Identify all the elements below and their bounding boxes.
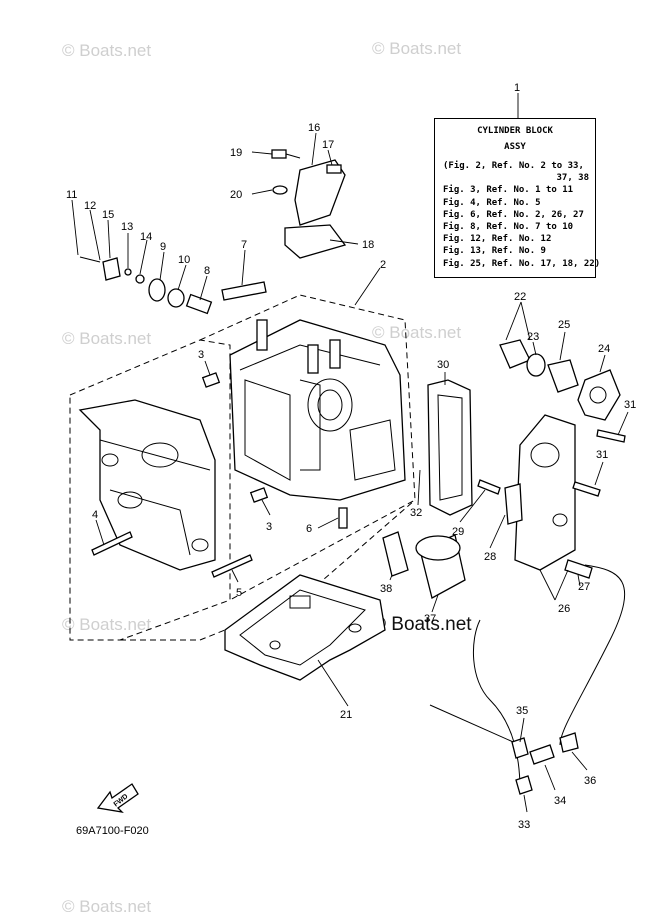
callout-5: 5 xyxy=(236,587,242,599)
info-box-subtitle: ASSY xyxy=(504,142,526,152)
assembly-outline-right xyxy=(199,294,416,601)
outer-cover xyxy=(514,414,576,571)
callout-24: 24 xyxy=(598,343,610,355)
callout-4: 4 xyxy=(92,509,98,521)
leader-lines xyxy=(71,93,629,813)
info-box-line: Fig. 8, Ref. No. 7 to 10 xyxy=(443,222,574,233)
info-box-line: Fig. 3, Ref. No. 1 to 11 xyxy=(443,185,574,196)
callout-23: 23 xyxy=(527,331,539,343)
thermostat xyxy=(499,339,579,393)
exhaust-cover-gasket xyxy=(427,379,473,516)
info-box-line: Fig. 4, Ref. No. 5 xyxy=(443,197,541,208)
callout-19: 19 xyxy=(230,147,242,159)
callout-25: 25 xyxy=(558,319,570,331)
info-box-line: Fig. 12, Ref. No. 12 xyxy=(443,234,552,245)
info-box-line: (Fig. 2, Ref. No. 2 to 33, xyxy=(443,161,584,171)
dowel-6 xyxy=(338,507,348,529)
diagram-code: 69A7100-F020 xyxy=(76,825,149,837)
bolt-31-lower xyxy=(572,481,601,497)
callout-31: 31 xyxy=(624,399,636,411)
callout-6: 6 xyxy=(306,523,312,535)
bolt-29 xyxy=(477,479,501,495)
callout-34: 34 xyxy=(554,795,566,807)
callout-21: 21 xyxy=(340,709,352,721)
dowel-3a xyxy=(201,372,221,388)
crankcase xyxy=(78,399,216,571)
callout-labels: 1 2 3 3 4 5 6 7 8 9 10 11 12 13 14 15 16… xyxy=(66,82,636,831)
callout-27: 27 xyxy=(578,581,590,593)
callout-14: 14 xyxy=(140,231,152,243)
callout-29: 29 xyxy=(452,526,464,538)
bolt-5 xyxy=(211,554,253,578)
dowel-3b xyxy=(249,487,269,503)
watermark: © Boats.net xyxy=(62,41,151,60)
watermark-dark: © Boats.net xyxy=(372,614,472,635)
callout-35: 35 xyxy=(516,705,528,717)
callout-32: 32 xyxy=(410,507,422,519)
info-box-line: Fig. 13, Ref. No. 9 xyxy=(443,246,546,257)
callout-38: 38 xyxy=(380,583,392,595)
callout-30: 30 xyxy=(437,359,449,371)
callout-18: 18 xyxy=(362,239,374,251)
callout-9: 9 xyxy=(160,241,166,253)
callout-3: 3 xyxy=(266,521,272,533)
callout-31: 31 xyxy=(596,449,608,461)
callout-22: 22 xyxy=(514,291,526,303)
callout-8: 8 xyxy=(204,265,210,277)
callout-3: 3 xyxy=(198,349,204,361)
watermark: © Boats.net xyxy=(372,323,461,342)
small-parts-upper-left xyxy=(79,256,267,315)
callout-12: 12 xyxy=(84,200,96,212)
callout-10: 10 xyxy=(178,254,190,266)
callout-7: 7 xyxy=(241,239,247,251)
callout-26: 26 xyxy=(558,603,570,615)
oil-filter xyxy=(382,531,466,599)
hoses xyxy=(429,559,626,795)
fwd-arrow-icon: FWD xyxy=(96,783,139,813)
watermark: © Boats.net xyxy=(372,39,461,58)
callout-13: 13 xyxy=(121,221,133,233)
info-box-title: CYLINDER BLOCK xyxy=(477,126,553,136)
info-box-line: Fig. 25, Ref. No. 17, 18, 22) xyxy=(443,258,601,269)
bolt-31-upper xyxy=(596,429,626,443)
assembly-info-box: CYLINDER BLOCK ASSY (Fig. 2, Ref. No. 2 … xyxy=(434,118,601,278)
watermark: © Boats.net xyxy=(62,329,151,348)
callout-36: 36 xyxy=(584,775,596,787)
callout-15: 15 xyxy=(102,209,114,221)
callout-20: 20 xyxy=(230,189,242,201)
info-box-line: 37, 38 xyxy=(556,173,589,184)
callout-1: 1 xyxy=(514,82,520,94)
gasket-28 xyxy=(504,483,523,525)
watermark: © Boats.net xyxy=(62,615,151,634)
bolt-4 xyxy=(91,531,133,556)
callout-37: 37 xyxy=(424,613,436,625)
callout-28: 28 xyxy=(484,551,496,563)
callout-16: 16 xyxy=(308,122,320,134)
thermostat-housing xyxy=(577,369,621,421)
watermark: © Boats.net xyxy=(62,897,151,913)
cylinder-block xyxy=(229,319,406,501)
gasket-base xyxy=(224,574,386,681)
info-box-line: Fig. 6, Ref. No. 2, 26, 27 xyxy=(443,209,584,220)
callout-11: 11 xyxy=(66,189,77,201)
callout-17: 17 xyxy=(322,139,334,151)
callout-2: 2 xyxy=(380,259,386,271)
top-cover-parts xyxy=(271,149,347,259)
callout-33: 33 xyxy=(518,819,530,831)
